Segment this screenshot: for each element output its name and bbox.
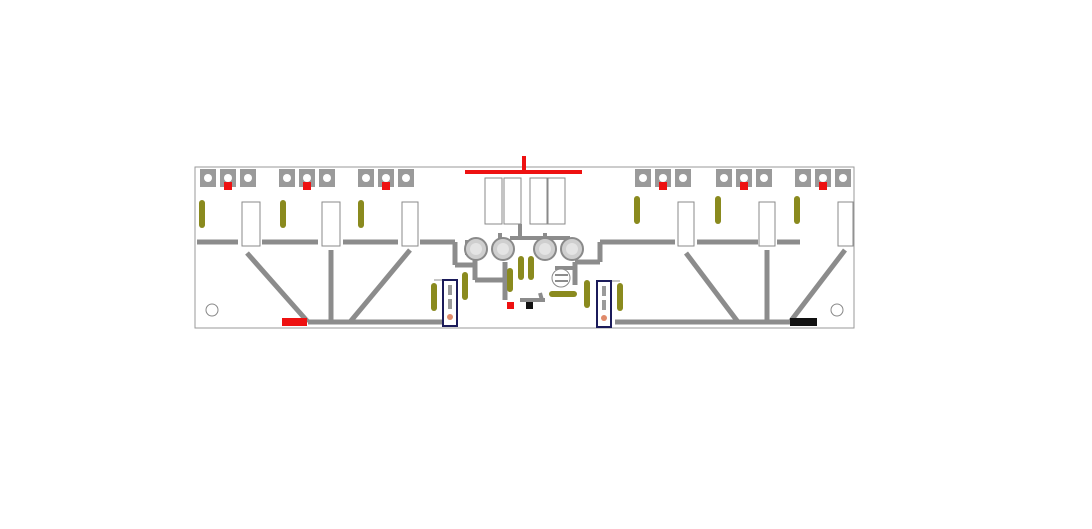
transistor-hole <box>639 174 647 182</box>
power-resistor <box>401 201 419 247</box>
red-marker-square <box>507 302 514 309</box>
round-device-core <box>470 243 482 255</box>
transistor-hole <box>224 174 232 182</box>
red-marker-square <box>303 182 311 190</box>
transistor-hole <box>303 174 311 182</box>
trim-block-dot <box>601 315 607 321</box>
transistor-hole <box>760 174 768 182</box>
capacitor <box>462 272 468 300</box>
round-device-core <box>566 243 578 255</box>
transistor-hole <box>799 174 807 182</box>
power-resistor <box>484 177 503 225</box>
transistor-hole <box>244 174 252 182</box>
transistor-hole <box>659 174 667 182</box>
mount-hole <box>830 303 844 317</box>
red-terminal-pad <box>282 318 307 326</box>
transistor-hole <box>362 174 370 182</box>
trace-diagonal <box>348 248 412 324</box>
trim-block-pad <box>602 300 606 310</box>
red-marker-square <box>740 182 748 190</box>
power-resistor <box>503 177 522 225</box>
trim-block-dot <box>447 314 453 320</box>
power-resistor <box>321 201 341 247</box>
trim-block-pad <box>448 285 452 295</box>
power-resistor <box>837 201 854 247</box>
power-resistor <box>677 201 695 247</box>
capacitor <box>199 200 205 228</box>
mount-hole <box>205 303 219 317</box>
round-device-core <box>539 243 551 255</box>
capacitor <box>634 196 640 224</box>
transistor-hole <box>720 174 728 182</box>
transistor-group <box>358 169 414 190</box>
transistor-hole <box>323 174 331 182</box>
transistor-group <box>716 169 772 190</box>
trace-diagonal <box>788 248 847 324</box>
traces-layer <box>197 224 847 325</box>
transistor-hole <box>679 174 687 182</box>
transistor-hole <box>283 174 291 182</box>
capacitor <box>280 200 286 228</box>
capacitor <box>358 200 364 228</box>
transistor-hole <box>839 174 847 182</box>
transistor-group <box>635 169 691 190</box>
capacitor <box>518 256 524 280</box>
transistor-group <box>279 169 335 190</box>
parts-layer <box>199 156 854 328</box>
trace-diagonal <box>684 251 740 324</box>
transistor-hole <box>204 174 212 182</box>
trim-block-pad <box>448 299 452 309</box>
red-marker-square <box>224 182 232 190</box>
capacitor <box>431 283 437 311</box>
capacitor <box>584 280 590 308</box>
power-resistor <box>758 201 776 247</box>
capacitor <box>617 283 623 311</box>
transistor-hole <box>740 174 748 182</box>
transistor-hole <box>382 174 390 182</box>
capacitor <box>528 256 534 280</box>
black-marker-square <box>526 302 533 309</box>
capacitor <box>715 196 721 224</box>
transistor-group <box>795 169 851 190</box>
red-marker-square <box>659 182 667 190</box>
capacitor <box>794 196 800 224</box>
power-resistor <box>529 177 548 225</box>
red-marker-square <box>382 182 390 190</box>
round-device-core <box>497 243 509 255</box>
power-resistor <box>547 177 566 225</box>
capacitor <box>507 268 513 292</box>
trace-diagonal <box>245 251 310 324</box>
small-transistor-outline <box>551 268 571 288</box>
black-terminal-pad <box>790 318 817 326</box>
trim-block-pad <box>602 286 606 296</box>
red-marker-square <box>819 182 827 190</box>
transistor-hole <box>819 174 827 182</box>
trim-block <box>442 279 458 327</box>
trim-block <box>596 280 612 328</box>
power-resistor <box>241 201 261 247</box>
transistor-group <box>200 169 256 190</box>
capacitor <box>549 291 577 297</box>
transistor-hole <box>402 174 410 182</box>
